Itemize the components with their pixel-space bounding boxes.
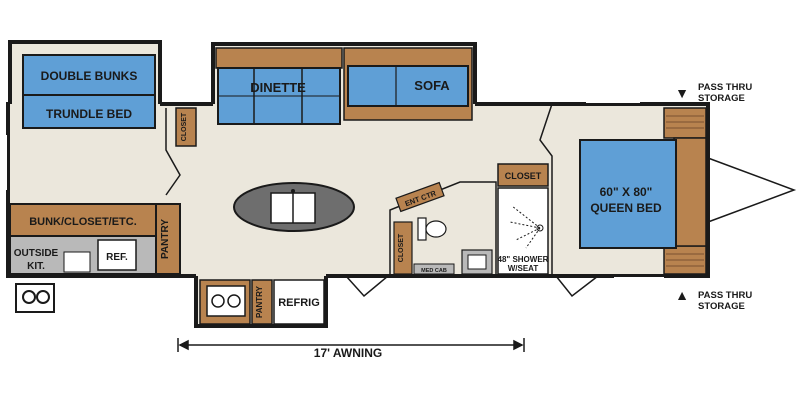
double-bunks-label: DOUBLE BUNKS [41, 69, 138, 83]
toilet-icon [417, 217, 447, 241]
outside-kit-label-1: OUTSIDE [14, 248, 59, 259]
entry-door-left [345, 275, 389, 298]
bath-closet-vertical [393, 221, 413, 275]
med-cab-label: MED CAB [421, 268, 447, 274]
bath-closet-label: CLOSET [505, 171, 542, 181]
slideout-walls [211, 42, 477, 104]
awning-dimension [177, 338, 525, 352]
dinette-label: DINETTE [250, 80, 306, 95]
bedroom-wall [539, 103, 553, 276]
pass-thru-bottom-label-2: STORAGE [698, 301, 745, 312]
shower-label-1: 48" SHOWER [498, 255, 549, 264]
pantry-stripes [666, 115, 704, 267]
refrig-label: REFRIG [278, 297, 320, 309]
sofa-label: SOFA [414, 78, 450, 93]
pass-thru-bottom-label-1: PASS THRU [698, 290, 752, 301]
bath-sink [461, 249, 493, 275]
shower [497, 187, 549, 275]
queen-bed [579, 139, 677, 249]
outside-sink [63, 251, 91, 273]
pantry-bottom [251, 279, 273, 325]
ref-small-label: REF. [106, 252, 128, 263]
entry-door-right [555, 275, 599, 298]
bunk-closet [175, 107, 197, 147]
arrow-down-icon: ▼ [675, 85, 689, 101]
trundle-bed-label: TRUNDLE BED [46, 107, 132, 121]
bedroom-nightstand-top [663, 107, 707, 139]
pass-thru-top-label-2: STORAGE [698, 93, 745, 104]
bath-closet [497, 163, 549, 187]
kitchen-island [233, 182, 355, 232]
pantry-left-label: PANTRY [160, 219, 171, 259]
trundle-bed [22, 94, 156, 129]
queen-bed-label-1: 60" X 80" [600, 185, 653, 199]
outside-fridge [97, 239, 137, 271]
queen-bed-label-2: QUEEN BED [590, 201, 662, 215]
pantry-bottom-label: PANTRY [255, 285, 264, 318]
arrow-up-icon: ▲ [675, 287, 689, 303]
bunk-closet-label: CLOSET [181, 112, 188, 141]
ent-ctr [395, 181, 445, 213]
bath-closet-vertical-label: CLOSET [398, 233, 405, 262]
kitchen-slide-walls [194, 276, 328, 328]
bunk-closet-etc [9, 203, 157, 237]
sofa [347, 65, 469, 107]
bunk-closet-etc-label: BUNK/CLOSET/ETC. [29, 216, 137, 228]
awning-label: 17' AWNING [314, 346, 382, 360]
hitch [707, 157, 797, 223]
outside-cooktop [15, 283, 55, 313]
dinette-bench-top [215, 47, 343, 69]
bunk-room-walls [8, 40, 162, 104]
pass-thru-top-label-1: PASS THRU [698, 82, 752, 93]
kitchen-sink [206, 285, 246, 317]
med-cab [413, 263, 455, 275]
refrigerator [273, 279, 325, 325]
shower-label-2: W/SEAT [508, 264, 539, 273]
headboard [673, 137, 707, 247]
double-bunks [22, 54, 156, 96]
pantry-left [155, 203, 181, 275]
outside-kit-label-2: KIT. [27, 261, 45, 272]
bunk-room-partition [165, 108, 181, 196]
bath-partition [389, 181, 497, 276]
